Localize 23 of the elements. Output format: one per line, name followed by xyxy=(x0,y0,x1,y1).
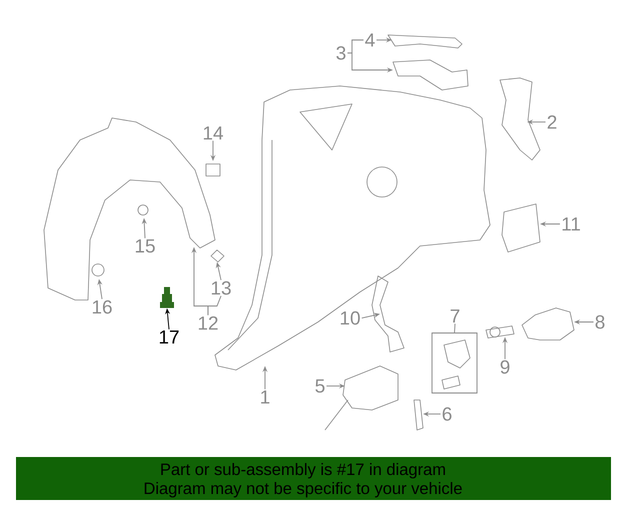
callout-number: 13 xyxy=(212,281,231,295)
callout-number: 8 xyxy=(596,315,604,329)
callout-number: 17 xyxy=(160,330,179,344)
callout-number: 12 xyxy=(198,316,218,330)
callout-number: 10 xyxy=(340,311,360,325)
callout-number: 9 xyxy=(500,360,510,374)
callout-number: 3 xyxy=(336,46,346,60)
callout-number: 7 xyxy=(450,309,460,323)
callout-number: 2 xyxy=(548,115,556,129)
callout-number: 16 xyxy=(92,300,112,314)
callout-number: 6 xyxy=(442,407,452,421)
part-frame xyxy=(432,332,478,394)
notice-text: Diagram may not be specific to your vehicle xyxy=(144,482,462,498)
callout-number: 4 xyxy=(365,33,375,47)
leader-line xyxy=(208,295,222,316)
callout-number: 15 xyxy=(136,239,155,253)
callout-number: 14 xyxy=(204,126,223,140)
callout-number: 5 xyxy=(315,379,324,393)
highlighted-clip xyxy=(160,287,174,308)
notice-text: Part or sub-assembly is #17 in diagram xyxy=(161,463,445,478)
callout-number: 1 xyxy=(261,390,270,404)
leader-line xyxy=(454,323,456,333)
callout-number: 11 xyxy=(562,217,580,231)
